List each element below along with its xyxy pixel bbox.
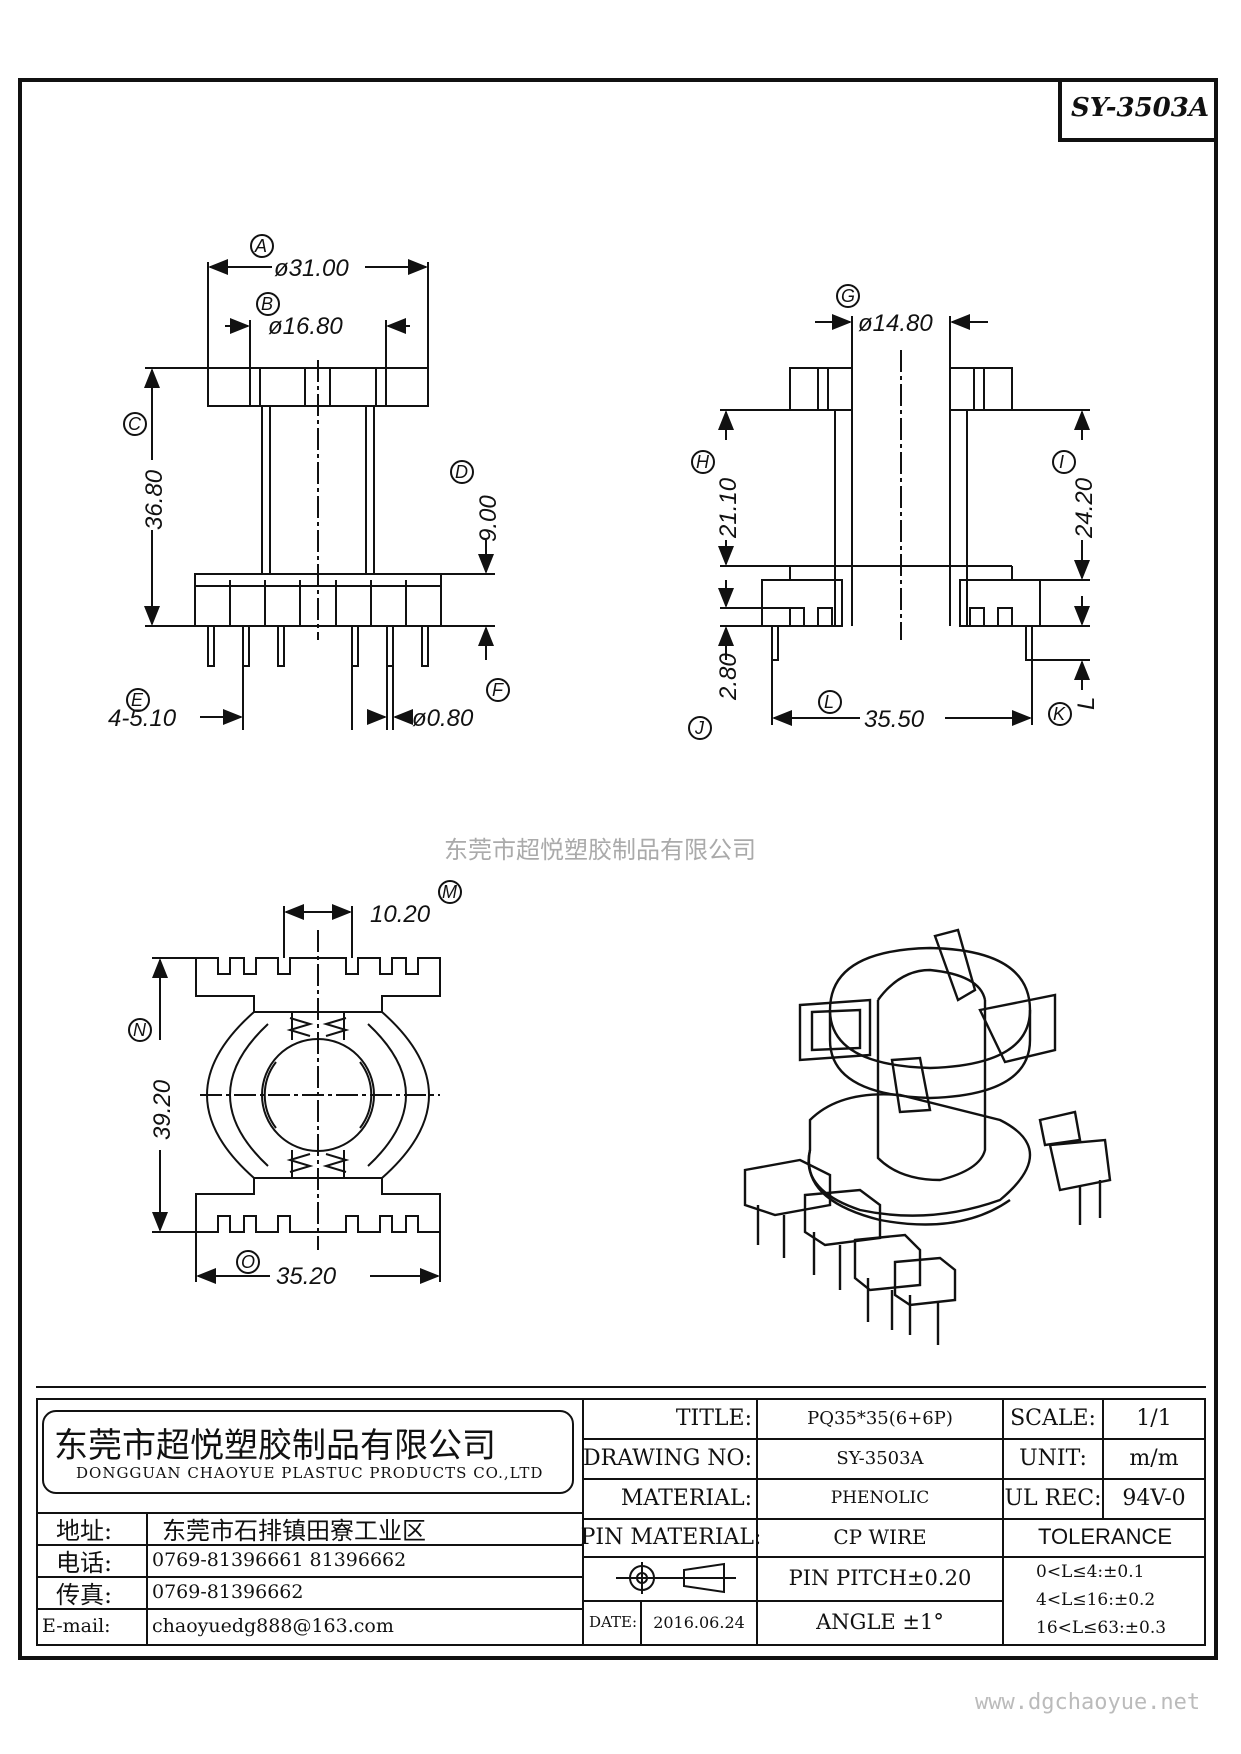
dim-E-marker: E	[131, 690, 144, 710]
dim-J-marker: J	[694, 718, 705, 738]
pin-material-value: CP WIRE	[833, 1525, 927, 1549]
pin-material-label: PIN MATERIAL:	[580, 1524, 762, 1550]
isometric-view	[743, 928, 1112, 1345]
dim-C-marker: C	[128, 414, 142, 434]
fax-value: 0769-81396662	[152, 1581, 304, 1603]
drawing-number-badge: SY-3503A	[1058, 78, 1218, 142]
side-view	[688, 284, 1090, 740]
email-value: chaoyuedg888@163.com	[152, 1615, 394, 1637]
dim-F-marker: F	[492, 680, 504, 700]
dim-N-marker: N	[133, 1020, 147, 1040]
dim-B-value: ø16.80	[268, 313, 343, 340]
dim-L-value: 35.50	[864, 706, 925, 733]
scale-value: 1/1	[1136, 1405, 1172, 1431]
scale-label: SCALE:	[1010, 1405, 1096, 1431]
dim-D-marker: D	[455, 462, 468, 482]
tolerance-row-3: 16<L≤63:±0.3	[1036, 1618, 1167, 1638]
drawing-no-value: SY-3503A	[836, 1447, 924, 1469]
phone-label: 电话:	[56, 1548, 113, 1577]
title-block: 东莞市超悦塑胶制品有限公司 DONGGUAN CHAOYUE PLASTUC P…	[36, 1386, 1206, 1648]
unit-value: m/m	[1129, 1445, 1179, 1471]
date-label: DATE:	[588, 1613, 638, 1631]
dim-O-value: 35.20	[276, 1263, 337, 1290]
dim-E-value: 4-5.10	[108, 705, 177, 732]
material-label: MATERIAL:	[620, 1485, 752, 1511]
material-value: PHENOLIC	[830, 1488, 930, 1508]
date-value: 2016.06.24	[653, 1612, 745, 1632]
drawing-no-label: DRAWING NO:	[582, 1445, 752, 1471]
ul-label: UL REC:	[1004, 1485, 1102, 1511]
third-angle-projection-icon	[616, 1562, 736, 1594]
projection-symbol	[592, 1556, 752, 1600]
dim-K-marker: K	[1053, 704, 1066, 724]
title-label: TITLE:	[675, 1405, 752, 1431]
dim-K-value: L	[1073, 697, 1100, 710]
ul-value: 94V-0	[1122, 1485, 1186, 1511]
address-value: 东莞市石排镇田寮工业区	[162, 1516, 426, 1545]
website-url: www.dgchaoyue.net	[975, 1690, 1201, 1715]
dim-L-marker: L	[824, 692, 834, 712]
title-value: PQ35*35(6+6P)	[807, 1407, 953, 1429]
tolerance-row-1: 0<L≤4:±0.1	[1036, 1562, 1145, 1582]
dim-G-marker: G	[841, 286, 855, 306]
fax-label: 传真:	[56, 1580, 113, 1609]
company-name-en: DONGGUAN CHAOYUE PLASTUC PRODUCTS CO.,LT…	[76, 1464, 544, 1482]
dim-M-marker: M	[442, 882, 457, 902]
front-view	[123, 234, 510, 730]
company-name-cn: 东莞市超悦塑胶制品有限公司	[54, 1426, 496, 1466]
dim-J-value: 2.80	[715, 653, 742, 701]
dim-H-marker: H	[696, 452, 710, 472]
phone-value: 0769-81396661 81396662	[152, 1549, 407, 1571]
angle-value: ANGLE ±1°	[816, 1610, 944, 1634]
company-logo-box	[42, 1410, 574, 1494]
email-label: E-mail:	[42, 1615, 111, 1637]
dim-H-value: 21.10	[715, 477, 742, 539]
dim-O-marker: O	[241, 1252, 255, 1272]
dim-N-value: 39.20	[149, 1079, 176, 1140]
top-view	[128, 880, 462, 1284]
dim-M-value: 10.20	[370, 901, 431, 928]
dim-G-value: ø14.80	[858, 310, 933, 337]
address-label: 地址:	[56, 1516, 113, 1545]
pin-pitch-value: PIN PITCH±0.20	[788, 1566, 972, 1590]
drawing-frame	[18, 78, 1218, 1660]
tolerance-row-2: 4<L≤16:±0.2	[1036, 1590, 1156, 1610]
dim-D-value: 9.00	[475, 495, 502, 542]
dim-I-value: 24.20	[1071, 477, 1098, 539]
dim-C-value: 36.80	[141, 469, 168, 530]
unit-label: UNIT:	[1019, 1445, 1087, 1471]
dim-A-value: ø31.00	[274, 255, 349, 282]
dim-F-value: ø0.80	[412, 705, 474, 732]
dim-A-marker: A	[254, 236, 267, 256]
dim-I-marker: I	[1059, 452, 1064, 472]
tolerance-label: TOLERANCE	[1037, 1524, 1173, 1549]
dim-B-marker: B	[261, 294, 273, 314]
watermark-text: 东莞市超悦塑胶制品有限公司	[444, 836, 756, 864]
